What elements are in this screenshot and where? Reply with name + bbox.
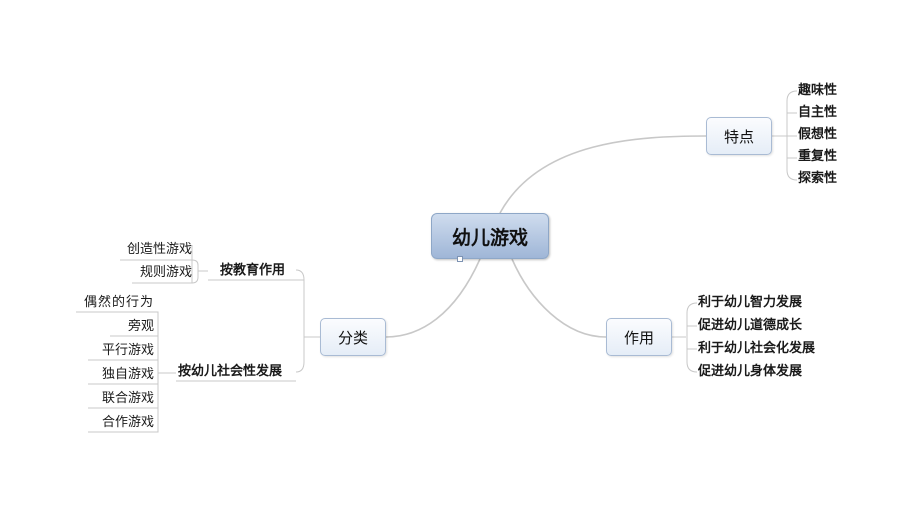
- node-features[interactable]: 特点: [706, 117, 772, 155]
- classification-bracket: [295, 269, 305, 373]
- connector-root-features: [499, 135, 707, 214]
- root-marker-icon: [457, 256, 463, 262]
- connector-root-functions: [511, 258, 607, 338]
- social-item[interactable]: 偶然的行为: [83, 295, 154, 310]
- feature-item[interactable]: 假想性: [798, 127, 838, 142]
- social-item[interactable]: 旁观: [127, 319, 154, 334]
- social-item[interactable]: 平行游戏: [101, 343, 154, 358]
- classification-label: 分类: [337, 328, 368, 347]
- functions-bracket: [686, 302, 698, 373]
- social-item[interactable]: 合作游戏: [101, 415, 154, 430]
- feature-item[interactable]: 趣味性: [798, 83, 838, 98]
- education-item[interactable]: 创造性游戏: [126, 242, 192, 257]
- feature-item[interactable]: 自主性: [798, 105, 838, 120]
- node-classification[interactable]: 分类: [320, 318, 386, 356]
- functions-label: 作用: [623, 328, 654, 347]
- classification-group-education[interactable]: 按教育作用: [220, 263, 286, 278]
- root-label: 幼儿游戏: [451, 226, 528, 249]
- social-item[interactable]: 联合游戏: [101, 391, 154, 406]
- root-node[interactable]: 幼儿游戏: [431, 213, 549, 259]
- features-label: 特点: [723, 127, 754, 146]
- function-item[interactable]: 促进幼儿身体发展: [698, 364, 803, 379]
- function-item[interactable]: 利于幼儿社会化发展: [698, 341, 816, 356]
- feature-item[interactable]: 探索性: [798, 171, 838, 186]
- node-functions[interactable]: 作用: [606, 318, 672, 356]
- education-item[interactable]: 规则游戏: [139, 265, 192, 280]
- connector-root-classification: [385, 258, 481, 338]
- classification-group-social[interactable]: 按幼儿社会性发展: [178, 364, 283, 379]
- social-item[interactable]: 独自游戏: [101, 367, 154, 382]
- function-item[interactable]: 利于幼儿智力发展: [698, 295, 803, 310]
- group1-bracket: [191, 259, 199, 284]
- feature-item[interactable]: 重复性: [798, 149, 838, 164]
- function-item[interactable]: 促进幼儿道德成长: [698, 318, 803, 333]
